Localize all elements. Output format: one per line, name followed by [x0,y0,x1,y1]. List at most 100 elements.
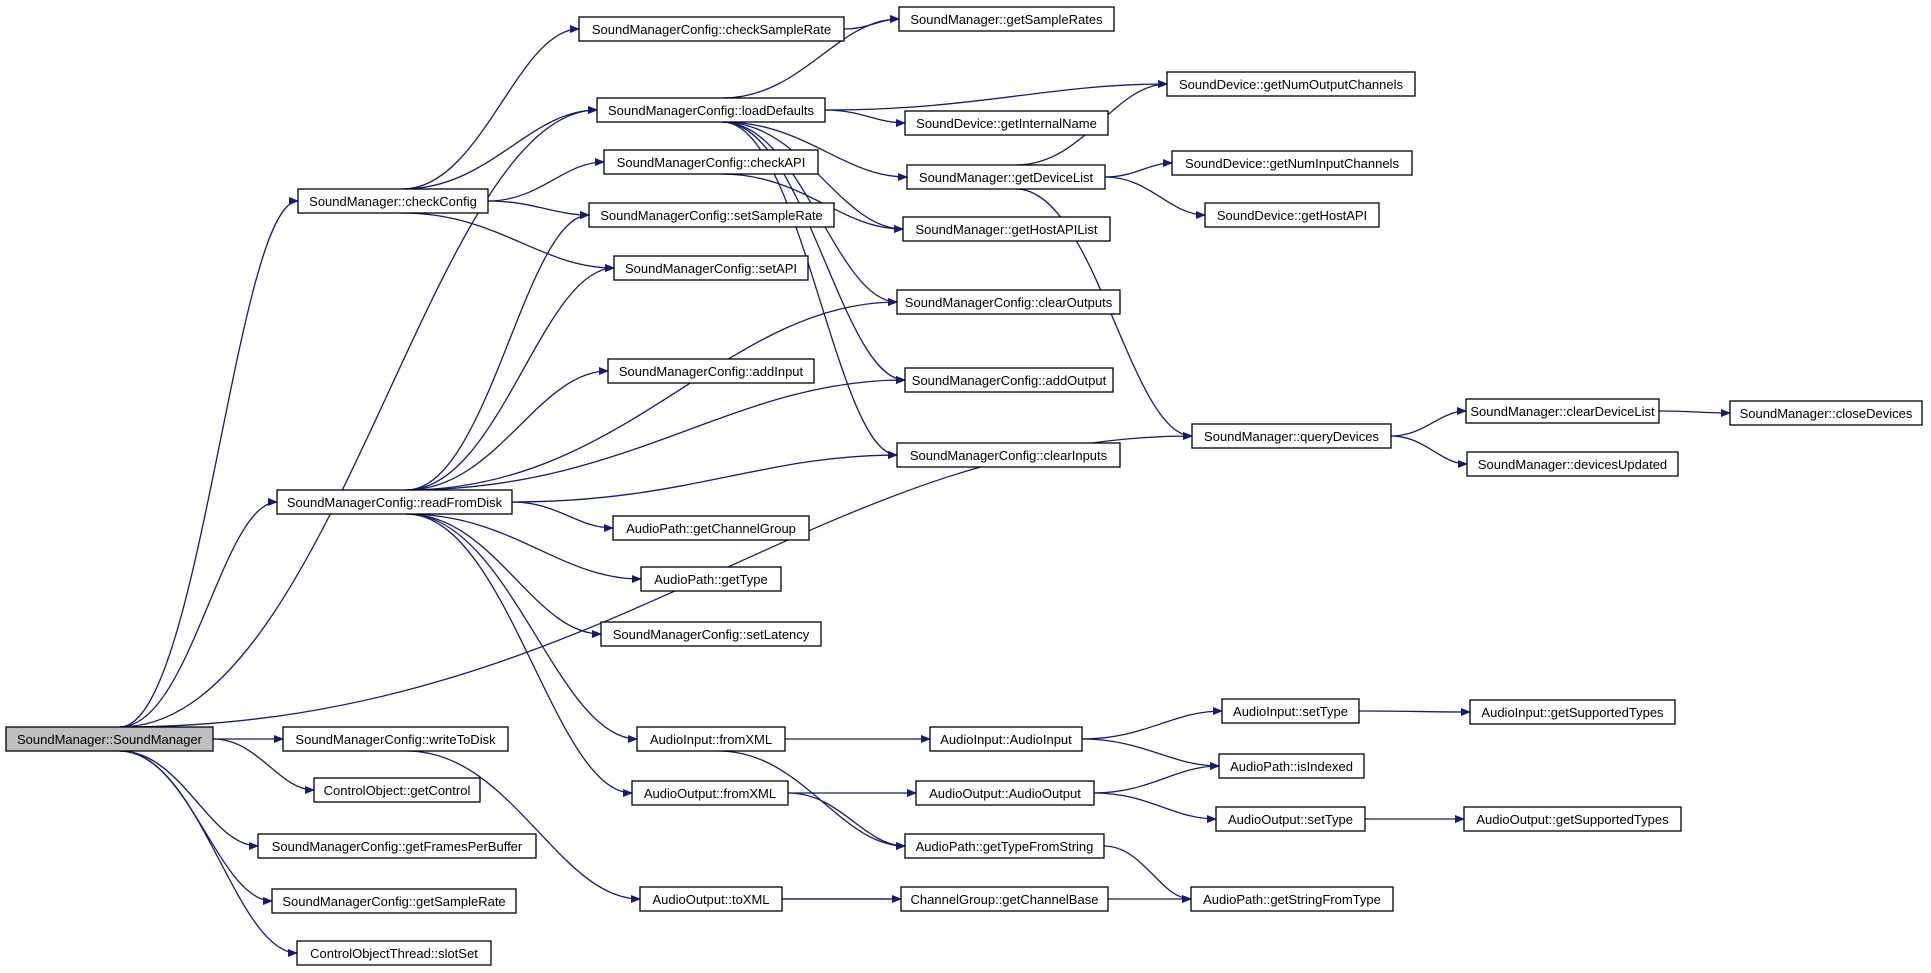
graph-node-querydevices[interactable]: SoundManager::queryDevices [1191,423,1392,449]
graph-node-ao-fromxml[interactable]: AudioOutput::fromXML [631,780,789,806]
graph-node-cfg-getsamplerate[interactable]: SoundManagerConfig::getSampleRate [271,888,517,914]
call-edge [1081,738,1220,770]
node-box [929,726,1083,752]
call-edge [406,750,641,903]
node-box [1469,699,1676,725]
call-edge [511,451,898,503]
graph-node-ai-ctor[interactable]: AudioInput::AudioInput [929,726,1083,752]
node-box [1729,400,1923,426]
graph-node-ao-getsupported[interactable]: AudioOutput::getSupportedTypes [1463,806,1682,832]
node-box [612,515,810,541]
call-edge [212,738,315,794]
node-box [900,886,1109,912]
node-box [631,780,789,806]
node-box [915,780,1095,806]
node-box [596,97,826,123]
node-box [902,216,1111,242]
graph-node-ao-toxml[interactable]: AudioOutput::toXML [639,886,783,912]
node-label: SoundManager::getHostAPIList [915,222,1097,237]
graph-node-getnuminput[interactable]: SoundDevice::getNumInputChannels [1171,150,1413,176]
graph-node-getchannelbase[interactable]: ChannelGroup::getChannelBase [900,886,1109,912]
call-edge [406,298,898,491]
graph-node-gettypefromstring[interactable]: AudioPath::getTypeFromString [904,833,1105,859]
node-box [640,566,782,592]
graph-node-writetodisk[interactable]: SoundManagerConfig::writeToDisk [282,726,509,752]
graph-node-setapi[interactable]: SoundManagerConfig::setAPI [613,255,809,281]
node-label: AudioOutput::getSupportedTypes [1476,812,1669,827]
graph-node-gettype[interactable]: AudioPath::getType [640,566,782,592]
graph-node-getcontrol[interactable]: ControlObject::getControl [313,777,481,803]
graph-node-getstringfromtype[interactable]: AudioPath::getStringFromType [1190,886,1394,912]
graph-node-readfromdisk[interactable]: SoundManagerConfig::readFromDisk [276,489,513,515]
node-box [257,833,537,859]
node-label: AudioInput::getSupportedTypes [1481,705,1664,720]
node-box [1171,150,1413,176]
graph-node-ao-ctor[interactable]: AudioOutput::AudioOutput [915,780,1095,806]
node-box [1191,423,1392,449]
node-box [906,164,1106,190]
node-box [898,6,1115,32]
graph-node-setsamplerate[interactable]: SoundManagerConfig::setSampleRate [588,202,835,228]
call-edge [787,792,906,850]
graph-node-getinternalname[interactable]: SoundDevice::getInternalName [904,110,1109,136]
graph-node-checkconfig[interactable]: SoundManager::checkConfig [297,188,489,214]
node-box [1466,451,1679,477]
graph-node-clearoutputs[interactable]: SoundManagerConfig::clearOutputs [896,289,1121,315]
node-label: ControlObjectThread::slotSet [310,946,478,961]
graph-node-addoutput[interactable]: SoundManagerConfig::addOutput [904,367,1114,393]
graph-node-getdevicelist[interactable]: SoundManager::getDeviceList [906,164,1106,190]
node-layer: SoundManager::SoundManager SoundManager::… [5,6,1923,966]
node-label: SoundManager::closeDevices [1740,406,1913,421]
node-label: SoundManager::getSampleRates [910,12,1103,27]
graph-node-addinput[interactable]: SoundManagerConfig::addInput [607,358,815,384]
graph-node-gethostapi[interactable]: SoundDevice::getHostAPI [1204,202,1380,228]
graph-node-clearinputs[interactable]: SoundManagerConfig::clearInputs [896,442,1121,468]
call-edge [406,513,633,797]
call-edge [824,109,906,127]
node-box [613,255,809,281]
call-edge [402,25,580,190]
call-edge [722,121,906,384]
graph-node-ai-getsupported[interactable]: AudioInput::getSupportedTypes [1469,699,1676,725]
node-label: SoundManagerConfig::readFromDisk [287,495,503,510]
graph-node-closedevices[interactable]: SoundManager::closeDevices [1729,400,1923,426]
graph-node-gethostapilist[interactable]: SoundManager::getHostAPIList [902,216,1111,242]
graph-node-cleardevicelist[interactable]: SoundManager::clearDeviceList [1465,398,1660,424]
graph-node-devicesupdated[interactable]: SoundManager::devicesUpdated [1466,451,1679,477]
node-label: AudioPath::getType [654,572,767,587]
node-label: SoundDevice::getInternalName [916,116,1097,131]
node-label: AudioInput::AudioInput [940,732,1072,747]
graph-node-ai-settype[interactable]: AudioInput::setType [1221,698,1360,724]
graph-node-ai-fromxml[interactable]: AudioInput::fromXML [636,726,786,752]
call-edge [119,197,299,728]
node-label: SoundManagerConfig::loadDefaults [608,103,814,118]
graph-node-getnumoutput[interactable]: SoundDevice::getNumOutputChannels [1166,71,1416,97]
graph-node-slotset[interactable]: ControlObjectThread::slotSet [296,940,492,966]
node-label: AudioPath::getChannelGroup [626,521,796,536]
graph-node-sm-getsamplerates[interactable]: SoundManager::getSampleRates [898,6,1115,32]
graph-node-loaddefaults[interactable]: SoundManagerConfig::loadDefaults [596,97,826,123]
node-box [896,289,1121,315]
graph-node-checkapi[interactable]: SoundManagerConfig::checkAPI [603,149,819,175]
graph-node-soundmanager[interactable]: SoundManager::SoundManager [5,726,214,752]
node-label: SoundManagerConfig::addOutput [912,373,1107,388]
node-label: SoundManagerConfig::checkAPI [617,155,806,170]
node-box [904,110,1109,136]
graph-node-isindexed[interactable]: AudioPath::isIndexed [1218,753,1365,779]
graph-node-getframes[interactable]: SoundManagerConfig::getFramesPerBuffer [257,833,537,859]
graph-node-checksamplerate[interactable]: SoundManagerConfig::checkSampleRate [578,16,845,42]
node-label: ControlObject::getControl [324,783,471,798]
call-edge [487,200,590,219]
node-label: SoundManager::checkConfig [309,194,477,209]
call-edge [406,513,642,583]
graph-node-setlatency[interactable]: SoundManagerConfig::setLatency [600,621,822,647]
node-label: AudioInput::fromXML [650,732,772,747]
call-edge [1093,762,1220,794]
node-box [1204,202,1380,228]
graph-node-ao-settype[interactable]: AudioOutput::setType [1215,806,1366,832]
graph-node-getchannelgroup[interactable]: AudioPath::getChannelGroup [612,515,810,541]
node-label: AudioPath::isIndexed [1230,759,1353,774]
node-box [271,888,517,914]
call-edge [511,501,614,532]
